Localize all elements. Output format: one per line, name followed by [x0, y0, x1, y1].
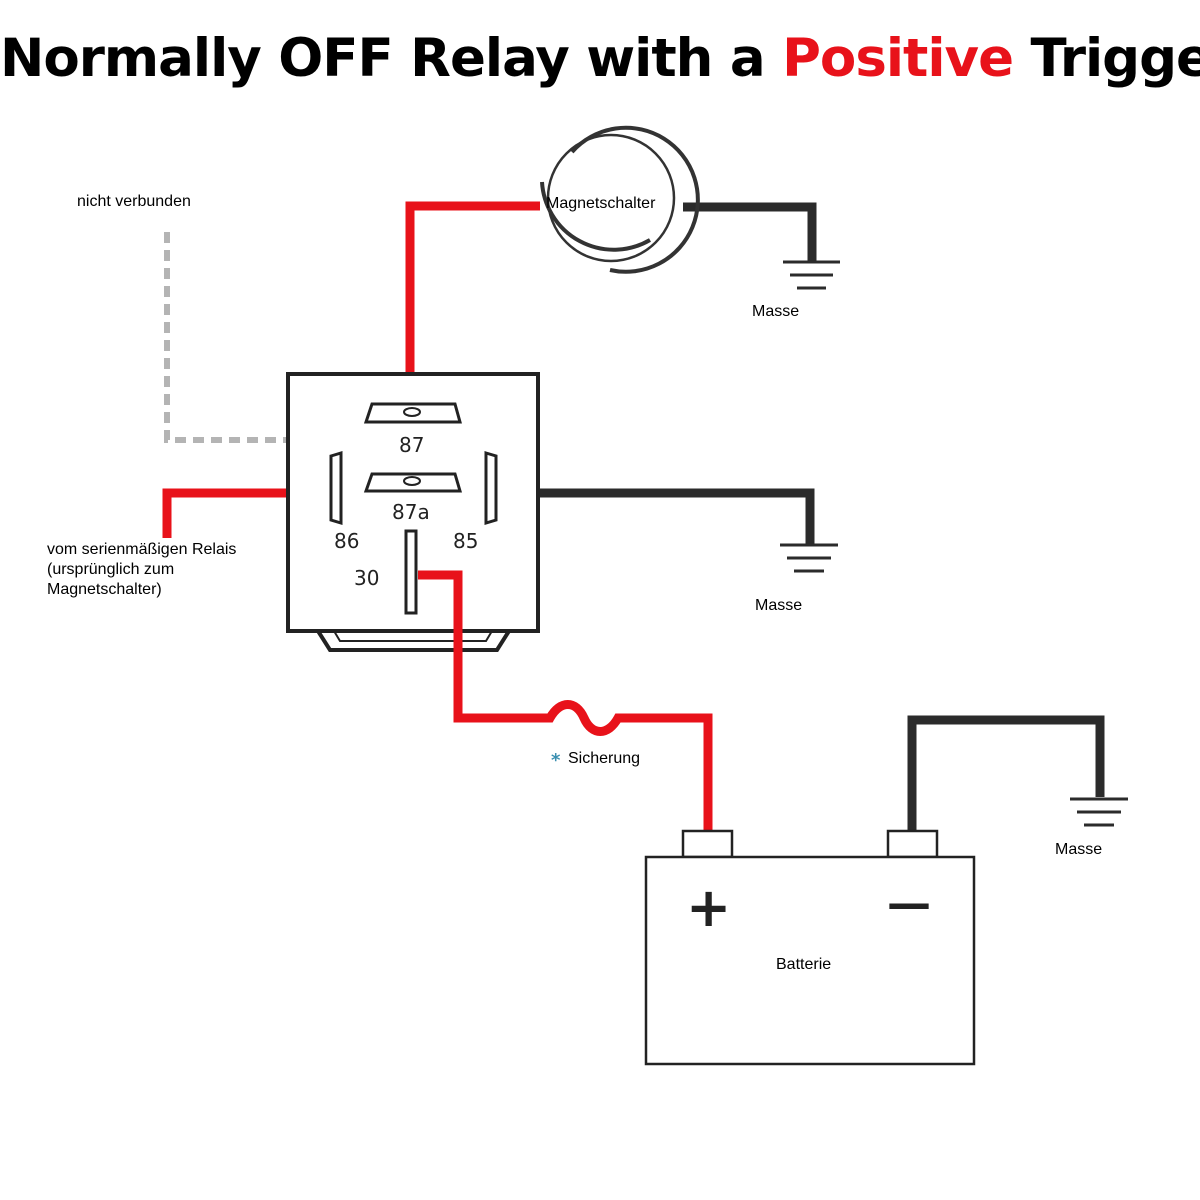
label-from-relay-line3: Magnetschalter) — [47, 581, 162, 598]
wire-85-to-ground — [496, 488, 815, 545]
ground-symbol-2 — [780, 543, 838, 573]
pin-87-label: 87 — [399, 433, 424, 457]
pin-30-label: 30 — [354, 566, 379, 590]
wire-battery-to-ground — [907, 715, 1105, 830]
label-from-relay-line2: (ursprünglich zum — [47, 561, 174, 578]
battery-negative-symbol: — — [887, 878, 931, 929]
terminal-30 — [404, 529, 418, 615]
label-from-relay-line1: vom serienmäßigen Relais — [47, 541, 236, 558]
title-part2: Trigger — [1030, 28, 1200, 89]
battery — [644, 829, 976, 1066]
label-ground-1: Masse — [752, 303, 799, 320]
battery-positive-symbol: + — [686, 876, 731, 939]
pin-86-label: 86 — [334, 529, 359, 553]
label-solenoid: Magnetschalter — [546, 195, 656, 212]
pin-87a-label: 87a — [392, 500, 430, 524]
ground-symbol-1 — [783, 260, 840, 290]
pin-85-label: 85 — [453, 529, 478, 553]
label-battery: Batterie — [776, 956, 831, 973]
title-highlight: Positive — [782, 28, 1014, 89]
terminal-86 — [329, 450, 343, 526]
label-not-connected: nicht verbunden — [77, 193, 191, 210]
solenoid-symbol — [540, 125, 700, 274]
label-ground-2: Masse — [755, 597, 802, 614]
terminal-87-hole — [403, 407, 421, 417]
ground-symbol-3 — [1070, 797, 1128, 827]
wire-30-to-fuse — [418, 570, 713, 832]
wire-87-to-solenoid — [405, 201, 540, 410]
terminal-87a-hole — [403, 476, 421, 486]
terminal-85 — [484, 450, 498, 526]
diagram-title: Normally OFF Relay with a Positive Trigg… — [0, 28, 1200, 89]
fuse-asterisk-icon: * — [551, 750, 561, 771]
title-part1: Normally OFF Relay with a — [0, 28, 783, 89]
wire-trigger-to-86 — [162, 488, 330, 538]
label-fuse: Sicherung — [568, 750, 640, 767]
wire-solenoid-to-ground — [683, 202, 817, 262]
label-ground-3: Masse — [1055, 841, 1102, 858]
